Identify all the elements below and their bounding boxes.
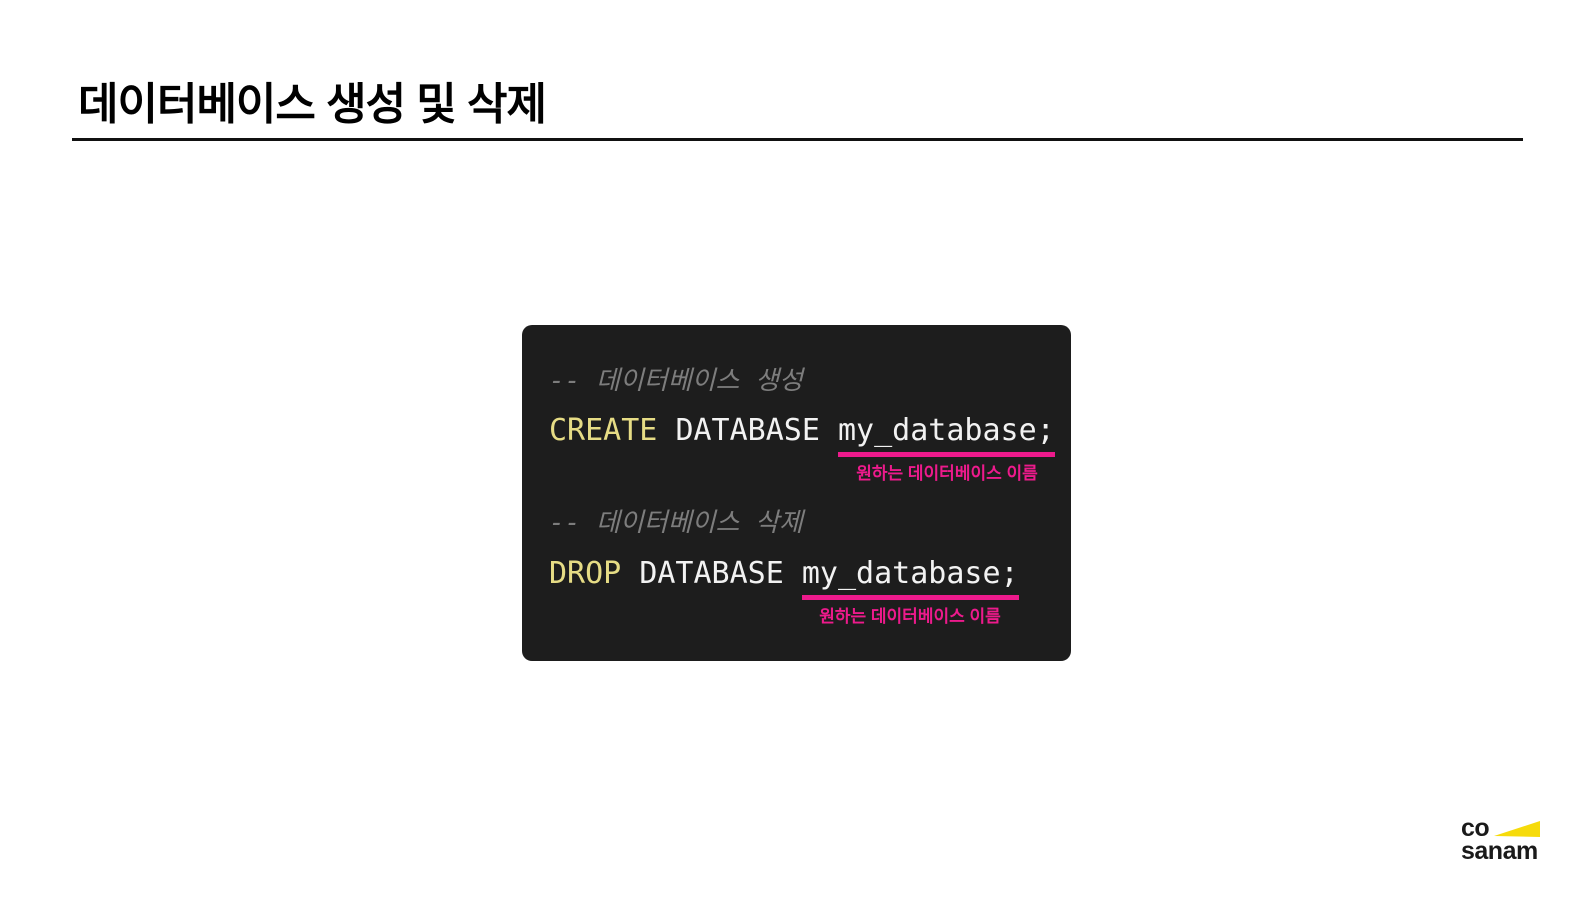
title-divider (72, 138, 1523, 141)
sql-keyword-create: CREATE (549, 413, 658, 448)
sql-comment-create: -- 데이터베이스 생성 (549, 366, 803, 396)
logo-yellow-wedge-icon (1494, 821, 1541, 837)
logo-text-sanam: sanam (1461, 837, 1538, 865)
logo-text-co: co (1461, 814, 1490, 842)
cosanam-logo: co sanam (1461, 814, 1541, 865)
sql-statement-create: CREATE DATABASE my_database; (549, 409, 1055, 457)
sql-code-block: -- 데이터베이스 생성 CREATE DATABASE my_database… (522, 325, 1071, 661)
annotation-drop-db-name: 원하는 데이터베이스 이름 (819, 607, 1001, 626)
sql-database-name-create: my_database; (838, 413, 1055, 457)
sql-object-word-create: DATABASE (675, 413, 820, 448)
sql-comment-drop: -- 데이터베이스 삭제 (549, 508, 803, 538)
sql-object-word-drop: DATABASE (639, 556, 784, 591)
page-title: 데이터베이스 생성 및 삭제 (78, 80, 547, 129)
annotation-create-db-name: 원하는 데이터베이스 이름 (856, 464, 1038, 483)
sql-keyword-drop: DROP (549, 556, 622, 591)
sql-database-name-drop: my_database; (801, 556, 1019, 600)
sql-statement-drop: DROP DATABASE my_database; (549, 552, 1019, 600)
logo-top-row: co (1461, 814, 1541, 842)
